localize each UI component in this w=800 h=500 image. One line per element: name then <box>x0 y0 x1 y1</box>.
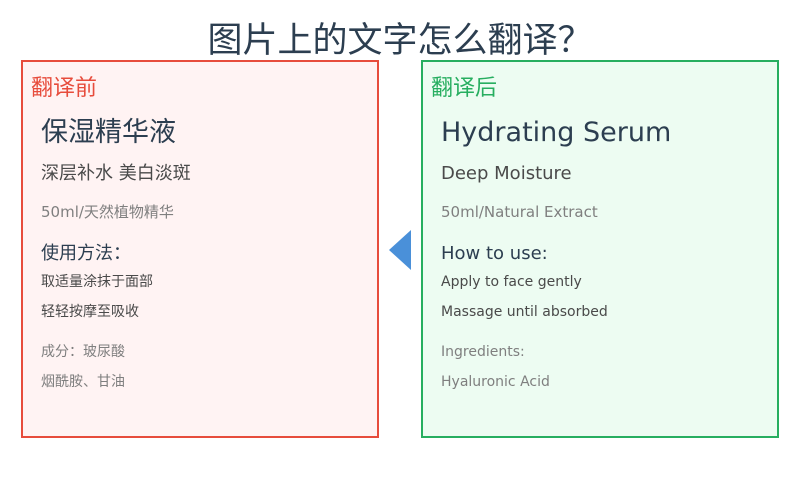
after-usage-heading: How to use: <box>441 243 548 264</box>
after-usage-step: Massage until absorbed <box>441 304 608 320</box>
before-spec: 50ml/天然植物精华 <box>41 203 174 221</box>
before-usage-heading: 使用方法： <box>41 243 131 264</box>
triangle-left-arrow-icon <box>389 230 411 270</box>
before-translation-card: 翻译前 保湿精华液 深层补水 美白淡斑 50ml/天然植物精华 使用方法： 取适… <box>21 60 379 438</box>
after-ingredients-line: Ingredients: <box>441 344 525 360</box>
before-card-label: 翻译前 <box>31 76 98 101</box>
arrow-shape <box>389 230 411 270</box>
before-usage-step: 轻轻按摩至吸收 <box>41 304 139 320</box>
after-spec: 50ml/Natural Extract <box>441 203 598 221</box>
after-usage-step: Apply to face gently <box>441 274 582 290</box>
before-ingredients-line: 成分：玻尿酸 <box>41 344 125 360</box>
after-tagline: Deep Moisture <box>441 163 572 184</box>
after-card-label: 翻译后 <box>431 76 498 101</box>
after-ingredients-line: Hyaluronic Acid <box>441 374 550 390</box>
before-usage-step: 取适量涂抹于面部 <box>41 274 153 290</box>
before-ingredients-line: 烟酰胺、甘油 <box>41 374 125 390</box>
before-tagline: 深层补水 美白淡斑 <box>41 163 191 184</box>
after-product-name: Hydrating Serum <box>441 117 672 148</box>
after-translation-card: 翻译后 Hydrating Serum Deep Moisture 50ml/N… <box>421 60 779 438</box>
page-title: 图片上的文字怎么翻译？ <box>207 21 593 61</box>
before-product-name: 保湿精华液 <box>41 117 176 148</box>
